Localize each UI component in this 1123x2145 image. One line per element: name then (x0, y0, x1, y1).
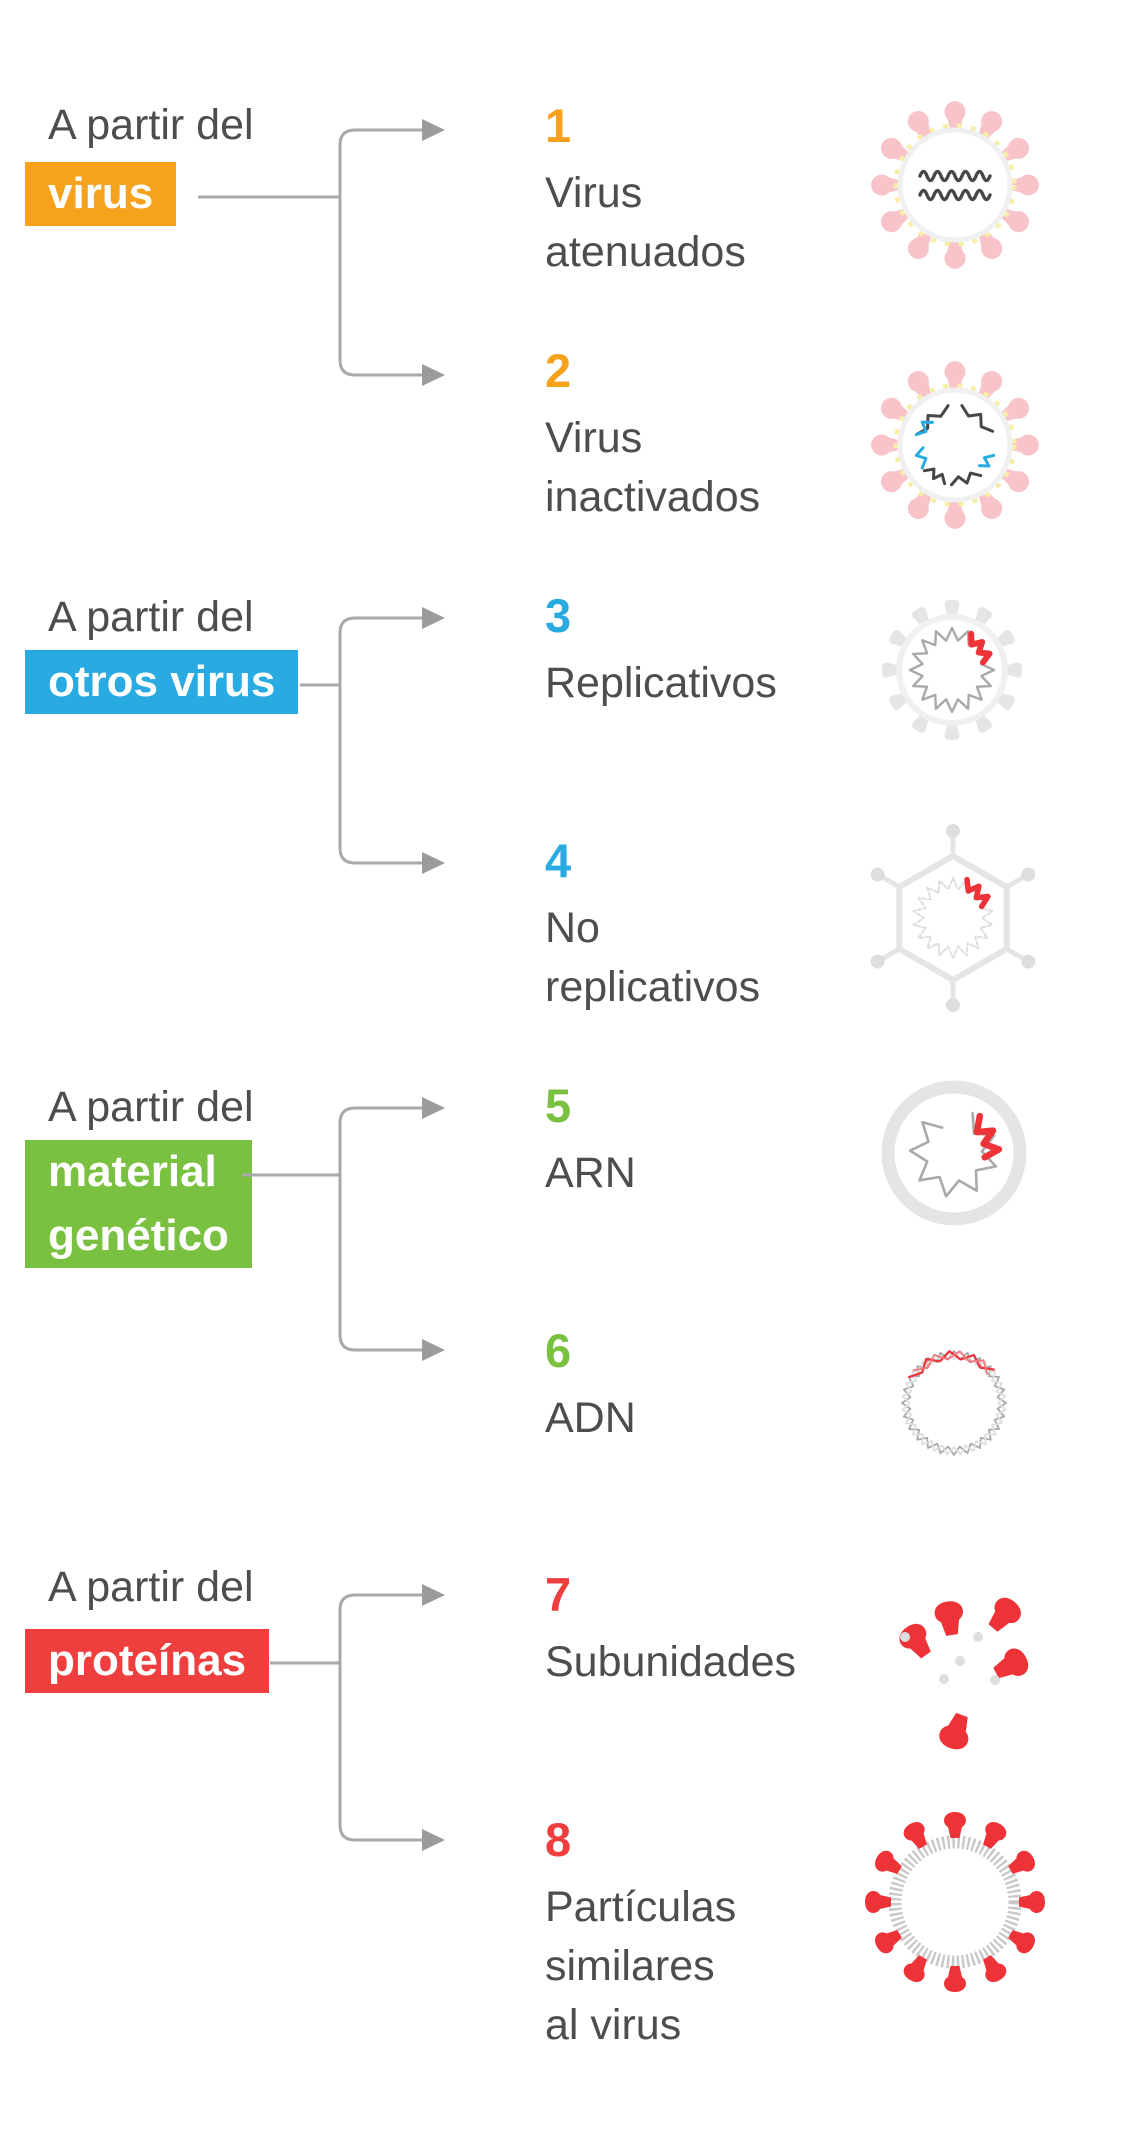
item-label: Replicativos (545, 659, 777, 707)
arrowhead-icon (422, 852, 445, 874)
item-number: 4 (545, 834, 572, 887)
section-virus-chip: virus (25, 162, 177, 226)
item-no-replicativos: 4 No replicativos (545, 835, 905, 1017)
item-adn: 6 ADN (545, 1325, 905, 1448)
arrowhead-icon (422, 1584, 445, 1606)
item-number: 6 (545, 1324, 572, 1377)
inactivated-virus-icon (871, 361, 1039, 529)
virus-like-particle-icon (865, 1812, 1045, 1992)
item-number: 8 (545, 1813, 572, 1866)
section-otros-virus-chip: otros virus (25, 650, 299, 714)
item-arn: 5 ARN (545, 1080, 905, 1203)
section-material-genetico-chip: material genético (25, 1140, 252, 1268)
section-proteinas-prefix: A partir del (48, 1563, 254, 1611)
item-number: 3 (545, 589, 572, 642)
branch-connector-virus (198, 119, 445, 386)
item-label: Virus atenuados (545, 169, 746, 276)
item-virus-atenuados: 1 Virus atenuados (545, 100, 905, 282)
section-otros-virus-prefix: A partir del (48, 593, 254, 641)
arrowhead-icon (422, 1097, 445, 1119)
arrowhead-icon (422, 364, 445, 386)
item-label: ARN (545, 1149, 636, 1197)
item-number: 5 (545, 1079, 572, 1132)
protein-subunits-icon (894, 1592, 1033, 1754)
item-number: 7 (545, 1568, 572, 1621)
item-label: Subunidades (545, 1638, 797, 1686)
item-number: 1 (545, 99, 572, 152)
item-virus-inactivados: 2 Virus inactivados (545, 345, 905, 527)
item-subunidades: 7 Subunidades (545, 1569, 905, 1692)
arrowhead-icon (422, 1829, 445, 1851)
non-replicative-vector-virus-icon (870, 824, 1036, 1012)
item-particulas-similares: 8 Partículas similares al virus (545, 1814, 905, 2055)
item-label: No replicativos (545, 904, 761, 1011)
branch-connector-material-genetico (242, 1097, 445, 1361)
attenuated-virus-icon (871, 101, 1039, 269)
arrowhead-icon (422, 1339, 445, 1361)
item-label: Partículas similares al virus (545, 1883, 737, 2049)
dna-plasmid-icon (901, 1350, 1007, 1456)
section-proteinas-chip: proteínas (25, 1629, 270, 1693)
item-label: Virus inactivados (545, 414, 761, 521)
arrowhead-icon (422, 119, 445, 141)
branch-connector-proteinas (270, 1584, 445, 1851)
item-number: 2 (545, 344, 572, 397)
rna-nanoparticle-icon (881, 1080, 1027, 1226)
replicative-vector-virus-icon (882, 600, 1022, 740)
section-material-genetico-prefix: A partir del (48, 1083, 254, 1131)
item-replicativos: 3 Replicativos (545, 590, 905, 713)
branch-connector-otros-virus (300, 607, 445, 874)
arrowhead-icon (422, 607, 445, 629)
item-label: ADN (545, 1394, 636, 1442)
section-virus-prefix: A partir del (48, 101, 254, 149)
